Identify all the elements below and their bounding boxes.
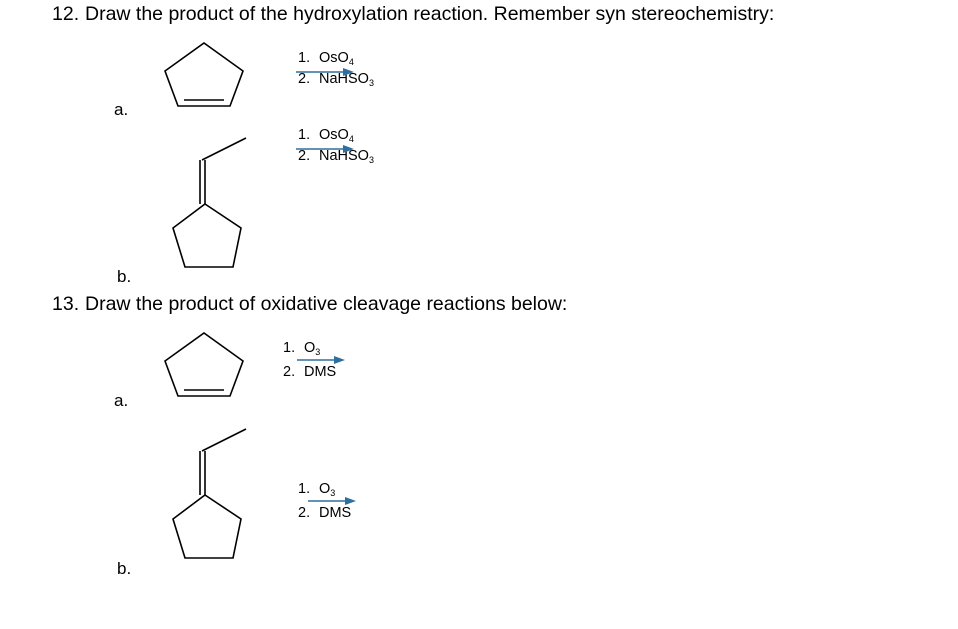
question-13-text: Draw the product of oxidative cleavage r… [85,293,568,315]
step-1-number: 1. [298,127,311,143]
step-2-number: 2. [298,148,311,164]
reagent-step-2: DMS [319,505,352,521]
reaction-arrow-12b [296,145,354,153]
step-2-number: 2. [298,71,311,87]
reagent-step-2: DMS [304,364,337,380]
reagents-12a: 1. OsO4 2. NaHSO3 [298,50,374,92]
methyl-bond [201,428,247,452]
q12-label-a: a. [114,100,129,119]
question-12-text: Draw the product of the hydroxylation re… [85,3,775,25]
step-1-number: 1. [298,481,311,497]
step-1-number: 1. [283,340,296,356]
reagents-12b: 1. OsO4 2. NaHSO3 [298,127,374,169]
reaction-arrow-13a [297,356,345,364]
cyclopentane-ring [172,203,242,268]
q13-label-a: a. [114,391,129,410]
question-13-number: 13. [52,293,80,315]
reagent-step-1-subscript: 4 [348,57,354,67]
ethylidenecyclopentane-structure-12b [172,137,247,268]
ethylidenecyclopentane-structure-13b [172,428,247,559]
reagent-step-1: OsO [319,50,349,66]
cyclopentane-ring [172,494,242,559]
reagent-step-1: O [319,481,331,497]
step-2-number: 2. [298,505,311,521]
reagent-step-1: O [304,340,316,356]
reagent-step-1: OsO [319,127,349,143]
question-12-number: 12. [52,3,80,25]
question-12-heading: 12.Draw the product of the hydroxylation… [52,3,774,26]
reagent-step-1-subscript: 3 [330,488,336,498]
step-2-number: 2. [283,364,296,380]
reagents-13a: 1. O3 2. DMS [283,340,336,381]
reagent-step-2: NaHSO [319,71,369,87]
reaction-arrow-13b [308,497,356,505]
q12-label-b: b. [117,267,132,286]
reagent-step-1-subscript: 4 [348,134,354,144]
cyclopentene-structure-12a [164,42,244,107]
q13-label-b: b. [117,559,132,578]
reaction-arrow-12a [296,68,354,76]
cyclopentene-ring [164,332,244,397]
reagent-step-2: NaHSO [319,148,369,164]
reagents-13b: 1. O3 2. DMS [298,481,351,522]
reagent-step-2-subscript: 3 [368,78,374,88]
reagent-step-1-subscript: 3 [315,347,321,357]
reagent-step-2-subscript: 3 [368,155,374,165]
cyclopentene-ring [164,42,244,107]
cyclopentene-structure-13a [164,332,244,397]
question-13-heading: 13.Draw the product of oxidative cleavag… [52,293,567,316]
step-1-number: 1. [298,50,311,66]
methyl-bond [201,137,247,161]
